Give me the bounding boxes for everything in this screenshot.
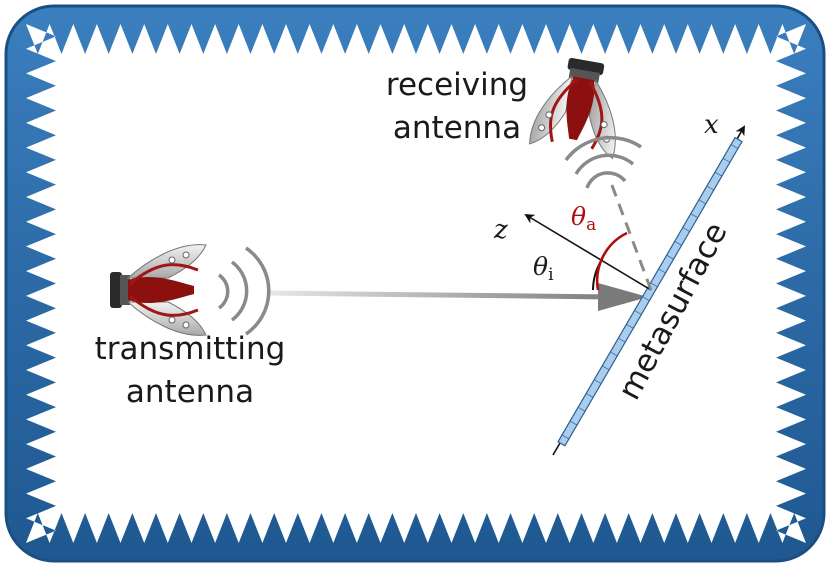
metasurface-cell-divider bbox=[706, 185, 714, 191]
metasurface-cell-divider bbox=[585, 393, 594, 398]
metasurface-cell-divider bbox=[634, 310, 642, 315]
metasurface-cell-divider bbox=[730, 144, 739, 149]
metasurface-cell-divider bbox=[610, 351, 618, 357]
metasurface-cell-divider bbox=[561, 434, 570, 440]
receiving-antenna-icon bbox=[529, 57, 616, 160]
metasurface-cell-divider bbox=[569, 420, 578, 426]
metasurface-cell-divider bbox=[666, 254, 674, 260]
metasurface-cell-divider bbox=[714, 171, 723, 177]
x-axis-label: x bbox=[704, 110, 719, 140]
z-axis: z bbox=[493, 213, 652, 291]
receiving-label-line2: antenna bbox=[393, 110, 521, 146]
transmitting-label-line2: antenna bbox=[126, 374, 254, 410]
metasurface-cell-divider bbox=[577, 406, 586, 412]
transmitting-antenna-icon bbox=[110, 244, 207, 336]
z-axis-label: z bbox=[493, 215, 508, 245]
metasurface-cell-divider bbox=[618, 337, 626, 343]
metasurface-cell-divider bbox=[690, 213, 698, 218]
theta-i-label: θi bbox=[533, 252, 554, 285]
theta-a-arc bbox=[595, 231, 628, 291]
metasurface-panel bbox=[557, 136, 743, 447]
metasurface-cell-divider bbox=[642, 296, 650, 301]
incident-beam bbox=[267, 283, 648, 311]
metasurface-cell-divider bbox=[626, 323, 634, 329]
metasurface-cell-divider bbox=[650, 282, 658, 288]
metasurface-cell-divider bbox=[594, 379, 602, 384]
receiving-label-line1: receiving bbox=[386, 67, 528, 103]
metasurface-cell-divider bbox=[602, 365, 610, 371]
metasurface-cell-divider bbox=[722, 158, 731, 163]
transmitting-label-line1: transmitting bbox=[95, 331, 286, 367]
metasurface-cell-divider bbox=[698, 199, 706, 205]
transmit-wave-icon bbox=[217, 246, 271, 336]
metasurface-cell-divider bbox=[658, 268, 666, 274]
receive-wave-icon bbox=[564, 135, 642, 189]
theta-a-label: θa bbox=[571, 202, 596, 235]
metasurface-cell-divider bbox=[674, 241, 682, 246]
metasurface-cell-divider bbox=[682, 227, 690, 232]
